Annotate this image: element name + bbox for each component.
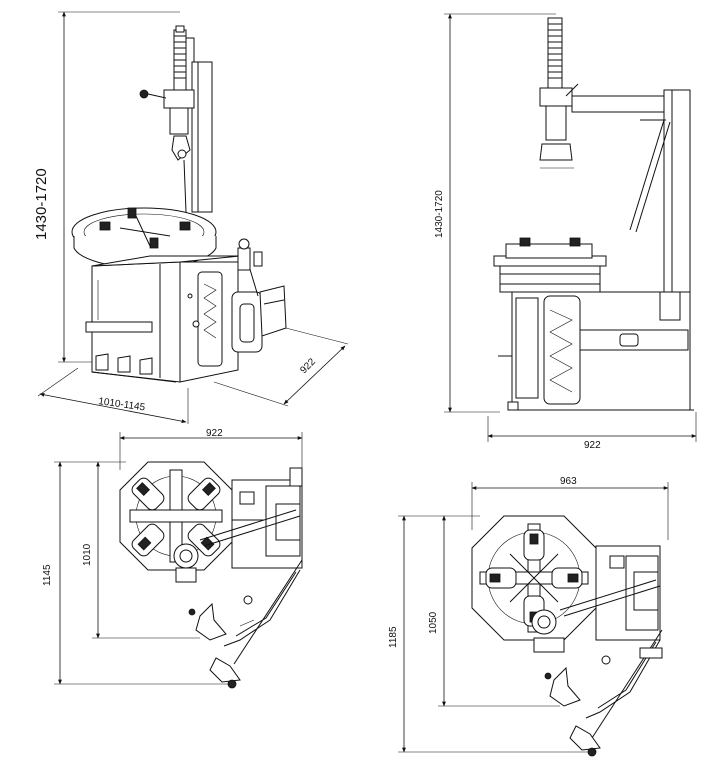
tire-changer-top-left (119, 461, 303, 689)
iso-height-dimension: 1430-1720 (33, 11, 180, 363)
side-height-label: 1430-1720 (434, 190, 445, 238)
iso-depth-label: 922 (298, 356, 318, 376)
top-left-width-dimension: 922 (119, 428, 303, 470)
top-right-outer-depth-dimension: 1185 (388, 515, 590, 753)
side-width-dimension: 922 (487, 412, 697, 451)
side-view: 1430-1720 922 (434, 13, 697, 451)
side-width-label: 922 (584, 440, 601, 451)
iso-width-label: 1010-1145 (98, 396, 147, 414)
top-right-width-dimension: 963 (471, 476, 669, 540)
top-view-left: 922 1145 1010 (42, 428, 303, 689)
isometric-view: 1430-1720 1010-1145 922 (33, 11, 349, 424)
top-left-outer-depth-label: 1145 (42, 564, 53, 586)
top-right-inner-depth-label: 1050 (428, 611, 439, 634)
top-left-width-label: 922 (206, 428, 223, 439)
top-left-inner-depth-dimension: 1010 (82, 461, 200, 639)
tire-changer-isometric (71, 25, 287, 383)
top-right-inner-depth-dimension: 1050 (428, 515, 560, 707)
iso-height-label: 1430-1720 (33, 168, 50, 240)
tire-changer-side (493, 17, 694, 411)
top-left-outer-depth-dimension: 1145 (42, 461, 236, 685)
top-right-width-label: 963 (560, 476, 577, 487)
side-height-dimension: 1430-1720 (434, 13, 556, 413)
top-right-outer-depth-label: 1185 (388, 626, 399, 648)
top-view-right: 963 1185 1050 (388, 476, 669, 757)
tire-changer-top-right (471, 515, 663, 757)
top-left-inner-depth-label: 1010 (82, 543, 93, 566)
